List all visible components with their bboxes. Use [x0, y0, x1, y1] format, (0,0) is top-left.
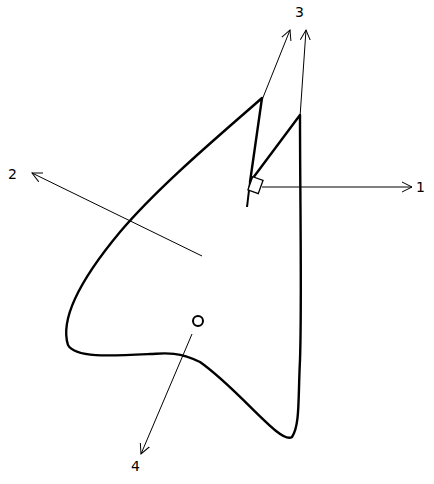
callout-number: 4 — [131, 458, 140, 474]
leader-line — [32, 173, 202, 256]
leader-line — [141, 334, 192, 454]
leader-line — [262, 187, 412, 188]
fin-outline — [66, 98, 301, 438]
hole — [193, 316, 203, 326]
callout-number: 3 — [295, 4, 304, 20]
leader-line — [262, 30, 290, 100]
callout-number: 2 — [8, 166, 17, 182]
callout-number: 1 — [416, 179, 425, 195]
leader-line — [300, 30, 306, 117]
part-1-element — [248, 177, 263, 194]
